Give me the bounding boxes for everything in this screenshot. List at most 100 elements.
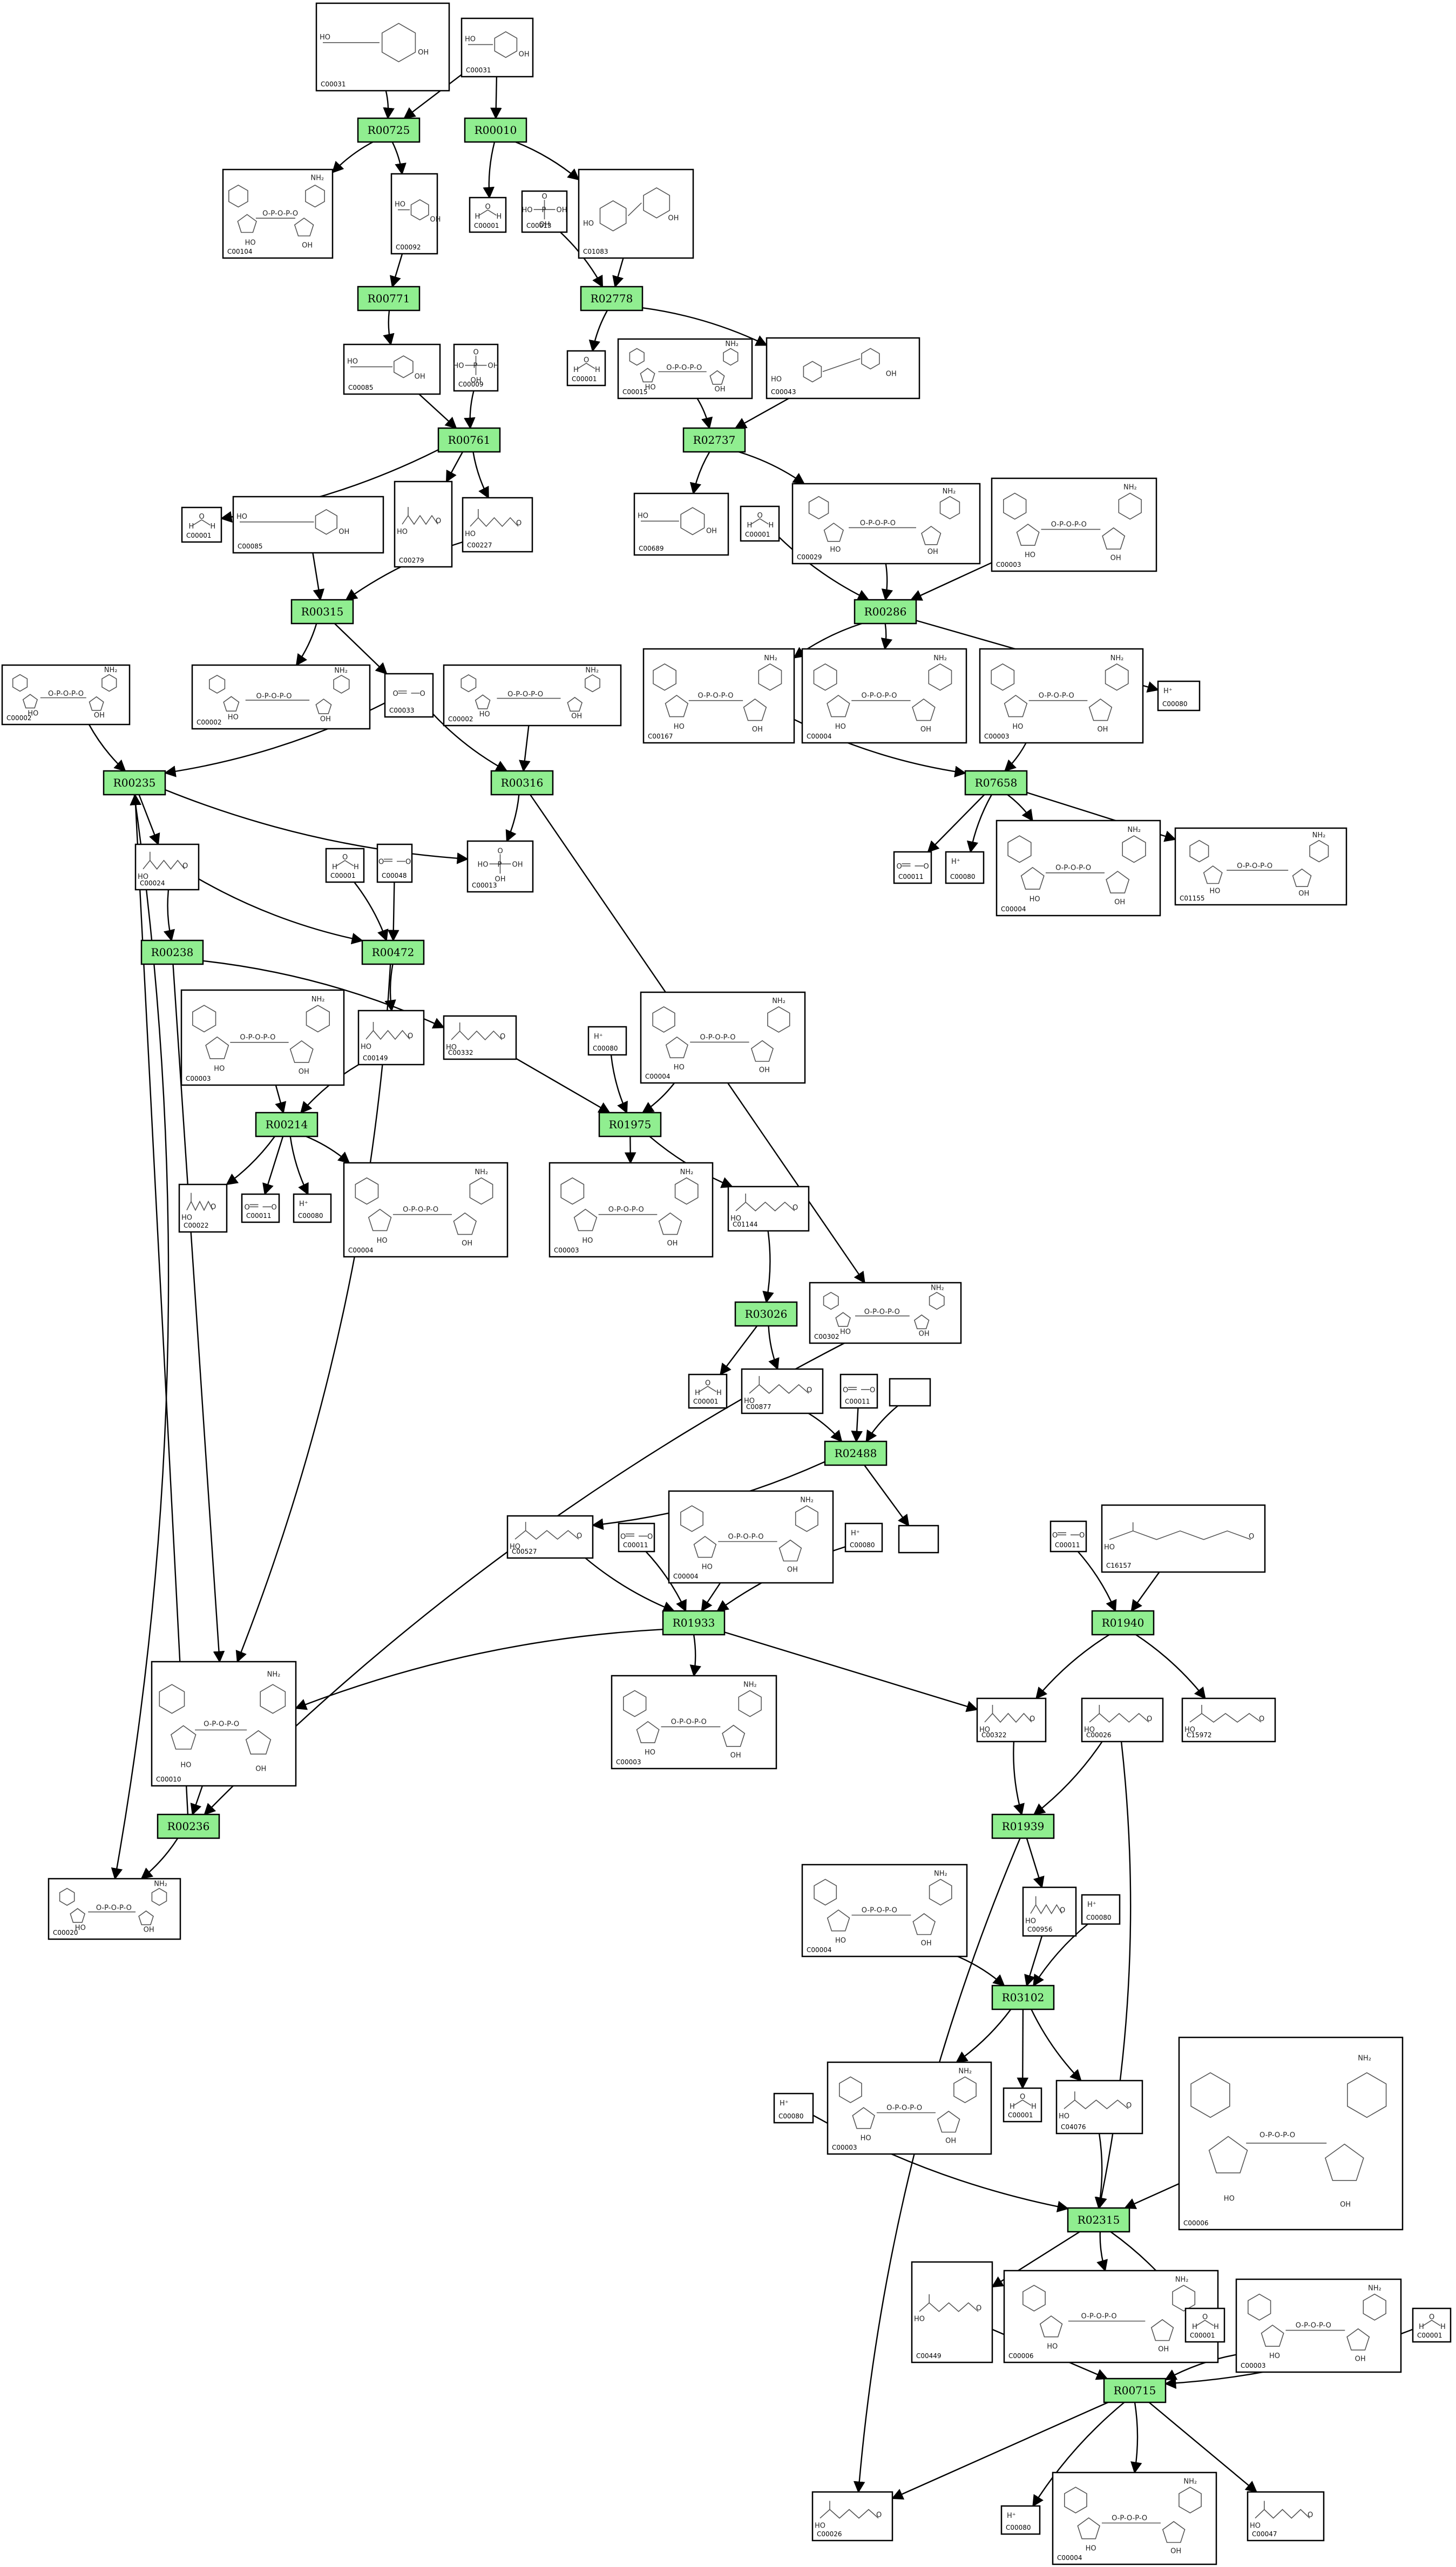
compound-node[interactable]: H⁺C00080 <box>844 1522 883 1553</box>
reaction-node[interactable]: R01940 <box>1091 1610 1155 1636</box>
reaction-node[interactable]: R00771 <box>357 286 421 311</box>
reaction-node[interactable]: R00316 <box>490 770 554 796</box>
reaction-node[interactable]: R00286 <box>854 599 917 625</box>
reaction-node[interactable]: R02737 <box>682 427 746 453</box>
reaction-node[interactable]: R01933 <box>662 1610 726 1636</box>
reaction-node[interactable]: R02315 <box>1067 2207 1130 2233</box>
reaction-node[interactable]: R02778 <box>580 286 644 311</box>
reaction-node[interactable]: R00315 <box>290 599 354 625</box>
compound-node[interactable]: H⁺C00080 <box>293 1193 332 1223</box>
reaction-node[interactable]: R00235 <box>103 770 166 796</box>
compound-node[interactable] <box>898 1525 939 1554</box>
reaction-node[interactable]: R00725 <box>357 117 421 143</box>
compound-node[interactable]: H⁺C00080 <box>1000 2505 1041 2535</box>
reaction-node[interactable]: R00238 <box>140 939 204 965</box>
reaction-node[interactable]: R02488 <box>824 1440 888 1466</box>
reaction-node[interactable]: R00010 <box>464 117 527 143</box>
compound-node[interactable]: H⁺C00080 <box>1157 680 1201 712</box>
compound-node[interactable]: H⁺C00080 <box>1081 1894 1121 1925</box>
reaction-node[interactable]: R03102 <box>991 1984 1055 2010</box>
reaction-node[interactable]: R00214 <box>255 1112 319 1137</box>
compound-node[interactable]: H⁺C00080 <box>587 1026 627 1056</box>
reaction-node[interactable]: R00761 <box>437 427 501 453</box>
reaction-node[interactable]: R03026 <box>734 1301 798 1327</box>
reaction-node[interactable]: R00236 <box>157 1813 220 1839</box>
reaction-node[interactable]: R01939 <box>991 1813 1055 1839</box>
compound-node[interactable]: H⁺C00080 <box>773 2092 814 2124</box>
compound-node[interactable]: H⁺C00080 <box>945 851 985 884</box>
reaction-node[interactable]: R01975 <box>598 1112 662 1137</box>
reaction-node[interactable]: R00472 <box>361 939 425 965</box>
compound-node[interactable] <box>889 1378 931 1407</box>
